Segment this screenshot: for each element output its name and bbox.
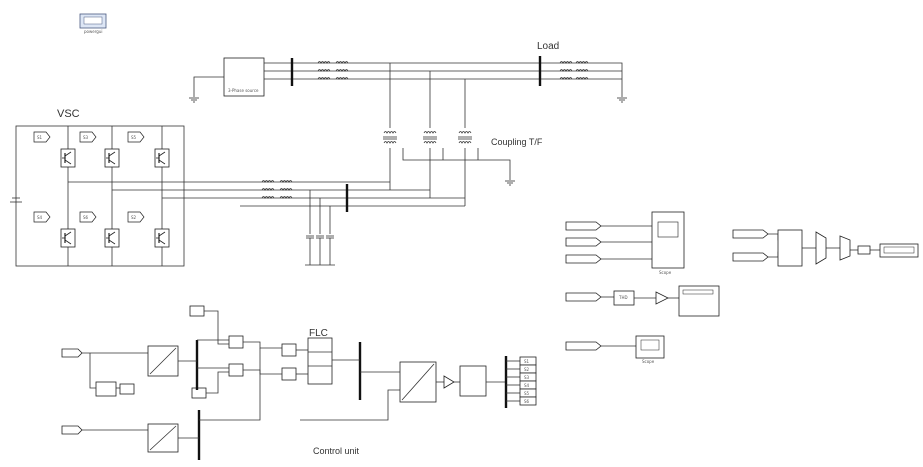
svg-text:THD: THD	[618, 295, 628, 300]
rms-chain[interactable]	[732, 229, 919, 267]
three-phase-source[interactable]: 3-Phase source	[223, 57, 265, 97]
vsc-gate-s6[interactable]: S6	[79, 211, 97, 223]
meas-tag-1	[565, 221, 602, 231]
output-tag-s2[interactable]: S2	[506, 364, 537, 374]
output-tag-s3[interactable]: S3	[506, 372, 537, 382]
meas-tag-3	[565, 254, 602, 264]
output-tag-s1[interactable]: S1	[506, 356, 537, 366]
svg-text:S2: S2	[131, 215, 137, 220]
svg-text:S4: S4	[37, 215, 43, 220]
output-tag-s5[interactable]: S5	[506, 388, 537, 398]
dq-abc-transform[interactable]	[300, 361, 437, 421]
source-label: 3-Phase source	[228, 88, 259, 93]
thd-chain[interactable]: THD	[565, 285, 720, 317]
source-ground-wire	[188, 76, 224, 103]
svg-text:S3: S3	[83, 135, 89, 140]
flc-block[interactable]	[296, 337, 333, 385]
vsc-gate-s2[interactable]: S2	[127, 211, 145, 223]
load-label: Load	[537, 41, 559, 52]
scope-block	[651, 211, 685, 269]
output-tag-s6[interactable]: S6	[506, 396, 537, 406]
vsc-gate-s4[interactable]: S4	[33, 211, 51, 223]
svg-text:S5: S5	[131, 135, 137, 140]
abc-dq-transform-2[interactable]	[147, 423, 179, 453]
scope-group[interactable]: Scope	[565, 211, 685, 275]
transformer-a	[383, 131, 397, 144]
vsc-output-filter[interactable]	[240, 180, 465, 266]
source-line-wires	[264, 58, 545, 86]
abc-dq-transform-1[interactable]	[147, 345, 179, 377]
vsc-gate-s3[interactable]: S3	[79, 131, 97, 143]
scope2-group[interactable]: Scope	[565, 335, 665, 364]
control-unit-label: Control unit	[313, 446, 360, 456]
svg-text:S5: S5	[524, 391, 530, 396]
svg-text:Scope: Scope	[642, 359, 655, 364]
transformer-b	[423, 131, 437, 144]
output-tag-s4[interactable]: S4	[506, 380, 537, 390]
transformer-c	[458, 131, 472, 144]
pwm-chain[interactable]	[436, 365, 505, 397]
vsc-gate-s1[interactable]: S1	[33, 131, 51, 143]
coupling-transformers[interactable]	[383, 63, 516, 206]
svg-text:S4: S4	[524, 383, 530, 388]
pwm-generator	[459, 365, 487, 397]
scope-label: Scope	[659, 270, 672, 275]
vsc-gate-s5[interactable]: S5	[127, 131, 145, 143]
svg-text:S6: S6	[83, 215, 89, 220]
vsc-label: VSC	[57, 108, 80, 120]
svg-text:S1: S1	[524, 359, 530, 364]
sum-blocks[interactable]	[197, 310, 297, 421]
vsc-bridge[interactable]	[10, 125, 240, 267]
meas-tag-2	[565, 237, 602, 247]
control-inputs[interactable]	[61, 305, 207, 435]
svg-text:S3: S3	[524, 375, 530, 380]
load-branch[interactable]	[538, 56, 628, 103]
svg-text:S6: S6	[524, 399, 530, 404]
svg-text:S2: S2	[524, 367, 530, 372]
powergui-block[interactable]: powergui	[79, 13, 107, 34]
gain-block	[655, 291, 669, 305]
svg-text:S1: S1	[37, 135, 43, 140]
powergui-label: powergui	[84, 29, 102, 34]
coupling-label: Coupling T/F	[491, 137, 543, 147]
flc-label: FLC	[309, 328, 328, 339]
